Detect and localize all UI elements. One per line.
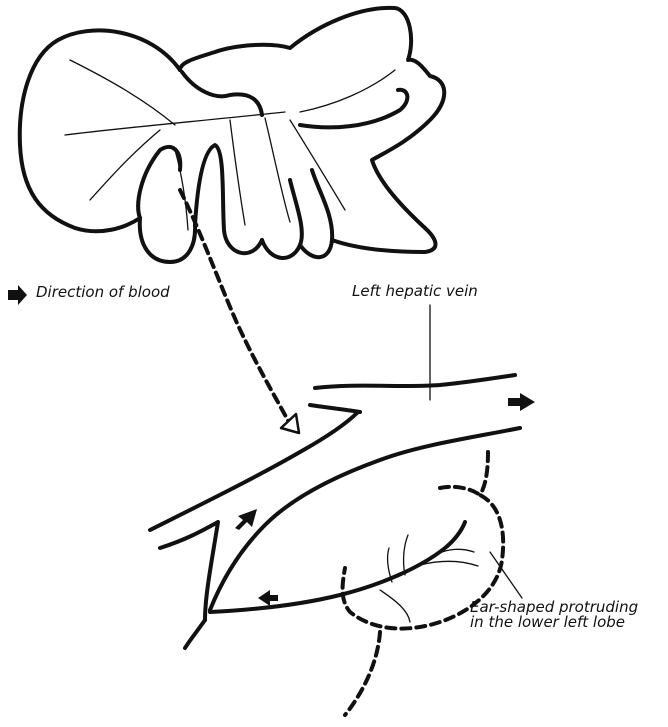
flow-arrow-up-icon [235,509,257,530]
ear-shaped-region [343,452,504,715]
ear-label-leader [490,552,522,598]
tributary-2 [420,561,478,566]
liver-vein-branch-4 [230,120,245,225]
pointer-arrow [180,190,299,433]
flow-arrow-right-icon [508,393,535,411]
pointer-arrowhead [281,414,299,433]
ear-shaped-label: Ear-shaped protruding in the lower left … [470,600,638,630]
liver-vein-branch-5 [265,118,290,222]
liver-right-lobe-outline [180,8,444,252]
ear-region-lower-trail [345,632,380,715]
liver-vein-branch-1 [70,60,175,125]
left-hepatic-vein-upper-wall [315,375,515,388]
ear-label-line-2: in the lower left lobe [470,615,638,630]
branch-vein-outer-wall [160,522,218,620]
legend-label: Direction of blood [36,285,170,300]
tributary-3 [380,590,410,622]
branch-vein-lower-wall [210,522,465,612]
main-vein-lower-wall [210,428,520,610]
legend-arrow-icon [8,285,27,305]
liver-lobule-2 [195,145,262,253]
flow-arrow-left-icon [258,590,278,606]
pointer-dashed-line [180,190,292,428]
liver-lobule-1 [140,218,195,262]
vein-junction-stub [310,405,360,412]
liver-illustration [20,8,444,262]
left-hepatic-vein-label: Left hepatic vein [352,284,478,299]
liver-vein-branch-3 [300,70,395,112]
liver-vein-main [65,112,285,135]
liver-central-fold [182,72,262,115]
branch-vein-bottom-wall [185,620,205,648]
liver-vein-branch-6 [290,120,345,210]
ear-region-outline-top [440,487,480,495]
vein-system [150,375,520,648]
liver-lobule-4 [300,170,332,257]
